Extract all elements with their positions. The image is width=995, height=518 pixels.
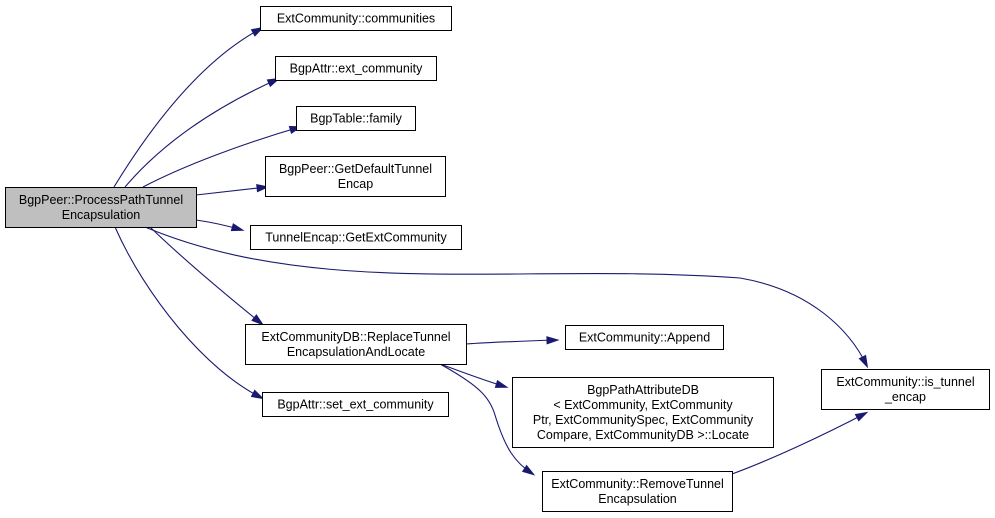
node-label: Encapsulation xyxy=(598,492,677,506)
edge-process-path-tunnel-encap-to-tunnel-encap-get-ext-community xyxy=(195,219,245,232)
edge-line xyxy=(124,78,279,188)
edge-line xyxy=(465,339,558,345)
node-box xyxy=(821,369,990,410)
node-box xyxy=(265,156,446,197)
arrowhead-icon xyxy=(250,389,265,400)
node-label: BgpAttr::set_ext_community xyxy=(277,398,434,412)
node-label: ExtCommunity::Append xyxy=(579,331,710,345)
node-ext-community-append[interactable]: ExtCommunity::Append xyxy=(565,325,724,350)
node-bgp-attr-ext-community[interactable]: BgpAttr::ext_community xyxy=(275,56,437,81)
node-label: BgpPeer::ProcessPathTunnel xyxy=(19,193,183,207)
arrowhead-icon xyxy=(854,411,869,422)
node-label: ExtCommunityDB::ReplaceTunnel xyxy=(261,330,450,344)
edge-line xyxy=(113,27,263,188)
edge-line xyxy=(114,226,263,399)
node-label: EncapsulationAndLocate xyxy=(287,345,425,359)
arrowhead-icon xyxy=(546,336,560,345)
edge-process-path-tunnel-encap-to-ext-community-db-replace xyxy=(149,226,265,326)
node-box xyxy=(542,471,733,512)
node-label: Ptr, ExtCommunitySpec, ExtCommunity xyxy=(533,413,754,427)
nodes: BgpPeer::ProcessPathTunnelEncapsulationE… xyxy=(5,6,990,512)
arrowhead-icon xyxy=(494,379,509,388)
node-box xyxy=(512,377,774,448)
node-bgp-path-attribute-db-locate[interactable]: BgpPathAttributeDB< ExtCommunity, ExtCom… xyxy=(512,377,774,448)
edge-process-path-tunnel-encap-to-bgp-attr-ext-community xyxy=(124,77,281,188)
edge-line xyxy=(144,226,868,367)
node-box xyxy=(262,392,449,417)
edge-ext-community-db-replace-to-ext-community-append xyxy=(465,336,560,345)
node-label: ExtCommunity::is_tunnel xyxy=(836,375,974,389)
node-ext-community-is-tunnel-encap[interactable]: ExtCommunity::is_tunnel_encap xyxy=(821,369,990,410)
node-ext-community-db-replace[interactable]: ExtCommunityDB::ReplaceTunnelEncapsulati… xyxy=(245,324,467,365)
node-label: Encap xyxy=(338,177,373,191)
node-box xyxy=(245,324,467,365)
edge-process-path-tunnel-encap-to-bgp-peer-get-default-tunnel-encap xyxy=(195,183,270,196)
node-box xyxy=(250,225,462,250)
node-label: BgpPathAttributeDB xyxy=(587,383,699,397)
arrowhead-icon xyxy=(858,354,869,369)
node-label: < ExtCommunity, ExtCommunity xyxy=(553,398,733,412)
node-box xyxy=(296,106,416,131)
node-tunnel-encap-get-ext-community[interactable]: TunnelEncap::GetExtCommunity xyxy=(250,225,462,250)
node-box xyxy=(275,56,437,81)
node-label: _encap xyxy=(884,390,926,404)
node-box xyxy=(565,325,724,350)
arrowhead-icon xyxy=(521,464,536,476)
node-label: BgpPeer::GetDefaultTunnel xyxy=(279,162,432,176)
node-label: BgpTable::family xyxy=(310,112,402,126)
edge-line xyxy=(149,226,263,325)
node-box xyxy=(5,187,197,228)
edge-ext-community-db-replace-to-ext-community-remove-tunnel-encap xyxy=(439,363,536,476)
edge-ext-community-remove-tunnel-encap-to-ext-community-is-tunnel-encap xyxy=(731,411,869,475)
node-label: Compare, ExtCommunityDB >::Locate xyxy=(537,428,749,442)
edge-process-path-tunnel-encap-to-ext-community-is-tunnel-encap xyxy=(144,226,869,369)
arrowhead-icon xyxy=(251,314,265,326)
node-bgp-attr-set-ext-community[interactable]: BgpAttr::set_ext_community xyxy=(262,392,449,417)
edge-line xyxy=(142,126,301,188)
edge-ext-community-db-replace-to-bgp-path-attribute-db-locate xyxy=(439,363,509,388)
node-label: ExtCommunity::communities xyxy=(277,12,435,26)
node-ext-community-communities[interactable]: ExtCommunity::communities xyxy=(260,6,452,31)
edge-process-path-tunnel-encap-to-ext-community-communities xyxy=(113,26,265,188)
node-label: TunnelEncap::GetExtCommunity xyxy=(265,231,447,245)
node-bgp-table-family[interactable]: BgpTable::family xyxy=(296,106,416,131)
arrowhead-icon xyxy=(230,223,245,232)
edge-line xyxy=(731,412,867,475)
node-label: BgpAttr::ext_community xyxy=(290,62,423,76)
edge-process-path-tunnel-encap-to-bgp-attr-set-ext-community xyxy=(114,226,265,400)
node-label: Encapsulation xyxy=(62,208,141,222)
node-label: ExtCommunity::RemoveTunnel xyxy=(551,477,724,491)
edge-line xyxy=(195,186,268,196)
node-box xyxy=(260,6,452,31)
edge-line xyxy=(439,363,534,475)
